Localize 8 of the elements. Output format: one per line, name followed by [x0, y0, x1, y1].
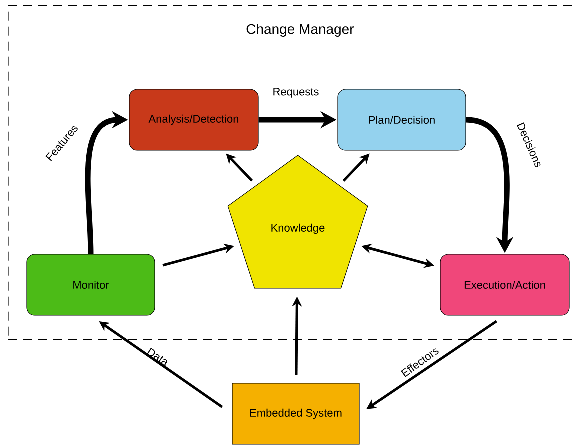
- knowledge-pentagon: Knowledge: [228, 155, 368, 289]
- edge-label: Requests: [274, 88, 319, 98]
- system-box: Embedded System: [232, 383, 360, 445]
- process-box: Monitor: [26, 254, 156, 316]
- process-box: Execution/Action: [440, 254, 570, 316]
- container-title: Change Manager: [246, 24, 354, 38]
- process-box: Plan/Decision: [338, 89, 466, 151]
- process-box: Analysis/Detection: [129, 89, 259, 151]
